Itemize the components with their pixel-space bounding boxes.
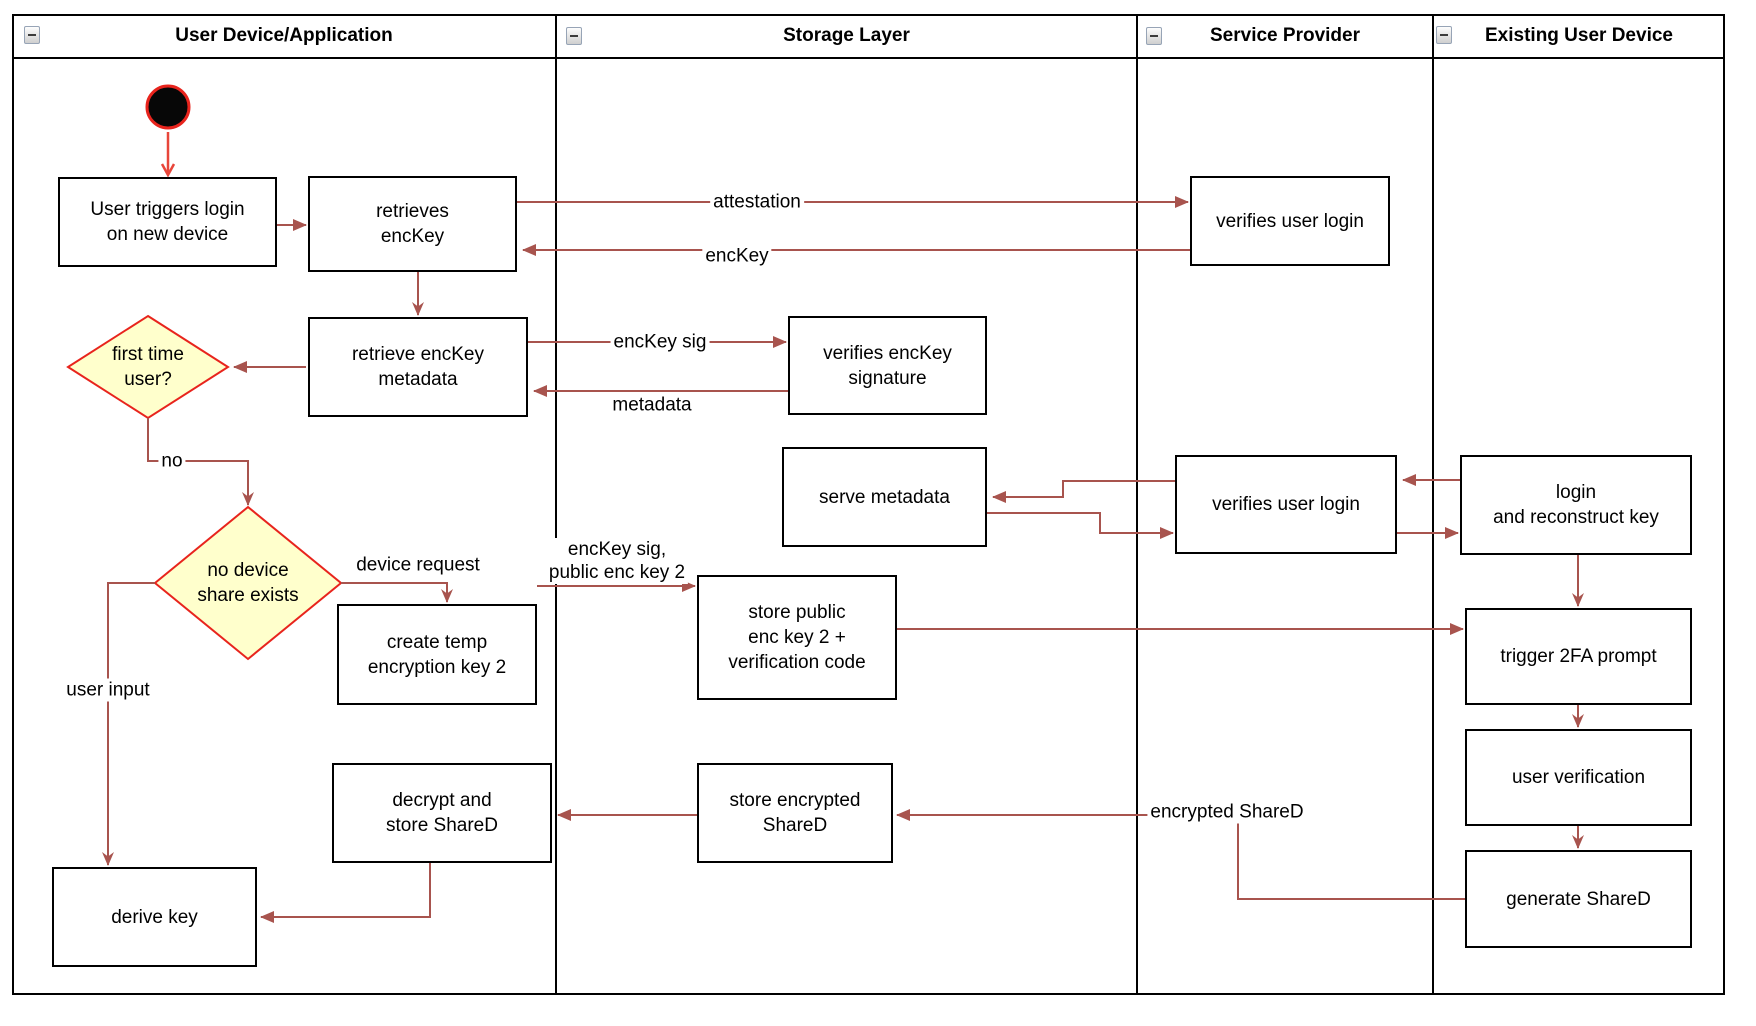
node-label: enc key 2 + — [748, 627, 846, 648]
node-label: User triggers login — [90, 199, 245, 220]
node-label: trigger 2FA prompt — [1500, 646, 1657, 667]
edge-label-enckey: encKey — [702, 244, 772, 268]
node-label: encryption key 2 — [367, 656, 507, 678]
node-verifies-user-login-1[interactable]: verifies user login — [1190, 176, 1390, 266]
node-label: and reconstruct key — [1493, 507, 1659, 528]
edge-label-attestation: attestation — [710, 190, 804, 214]
edge-label-user-input: user input — [63, 678, 153, 702]
edge-label-enckey-sig: encKey sig — [610, 330, 710, 354]
node-label: serve metadata — [819, 486, 950, 508]
node-retrieve-enckey-metadata[interactable]: retrieve encKey metadata — [308, 317, 528, 417]
edge-label-line: encKey sig, — [567, 539, 667, 560]
lane-title-storage-layer: Storage Layer — [783, 25, 910, 46]
edge-device-request — [341, 582, 453, 603]
edge-serve-to-verifies2 — [987, 512, 1174, 539]
node-create-temp-encryption-key-2[interactable]: create temp encryption key 2 — [337, 604, 537, 705]
node-label: verification code — [728, 652, 866, 673]
edge-label-device-request: device request — [353, 553, 483, 577]
node-trigger-2fa-prompt[interactable]: trigger 2FA prompt — [1465, 608, 1692, 705]
lane-title-user-device: User Device/Application — [175, 25, 393, 46]
edge-label-encrypted-shared: encrypted ShareD — [1147, 800, 1307, 824]
node-serve-metadata[interactable]: serve metadata — [782, 447, 987, 547]
lane-header-service-provider: Service Provider — [1137, 16, 1433, 56]
node-user-triggers-login[interactable]: User triggers login on new device — [58, 177, 277, 267]
edge-verifies2-to-serve — [992, 480, 1175, 503]
node-label: no device — [207, 560, 289, 581]
edge-label-enckey-sig-2: encKey sig, public enc key 2 — [545, 538, 689, 584]
collapse-icon[interactable] — [1436, 26, 1452, 44]
node-label: retrieves — [376, 201, 449, 222]
pool-frame — [12, 14, 1725, 995]
node-label: encKey — [380, 226, 445, 247]
node-label: store ShareD — [386, 815, 498, 836]
node-store-encrypted-shared[interactable]: store encrypted ShareD — [697, 763, 893, 863]
node-generate-shared[interactable]: generate ShareD — [1465, 850, 1692, 948]
node-label: ShareD — [762, 815, 828, 836]
collapse-icon[interactable] — [1146, 27, 1162, 45]
edge-label-line: public enc key 2 — [548, 562, 686, 583]
lane-header-existing-device: Existing User Device — [1433, 16, 1725, 56]
node-label: derive key — [111, 906, 198, 928]
node-label: generate ShareD — [1506, 888, 1651, 910]
lane-title-service-provider: Service Provider — [1210, 25, 1360, 46]
collapse-icon[interactable] — [24, 26, 40, 44]
node-label: metadata — [378, 369, 458, 390]
node-retrieves-enckey[interactable]: retrieves encKey — [308, 176, 517, 272]
node-label: user verification — [1511, 767, 1646, 788]
decision-no-device-share-label: no device share exists — [158, 558, 338, 608]
node-label: first time — [112, 344, 184, 365]
node-login-and-reconstruct-key[interactable]: login and reconstruct key — [1460, 455, 1692, 555]
start-node[interactable] — [145, 84, 191, 130]
node-label: verifies encKey — [823, 342, 952, 364]
node-label: on new device — [106, 224, 229, 245]
decision-no-device-share-shape[interactable] — [153, 505, 343, 661]
node-derive-key[interactable]: derive key — [52, 867, 257, 967]
node-label: signature — [848, 367, 927, 389]
node-label: create temp — [386, 631, 488, 653]
edge-label-metadata: metadata — [609, 393, 695, 417]
lane-title-existing-device: Existing User Device — [1485, 25, 1673, 46]
node-store-public-enc-key-2[interactable]: store public enc key 2 + verification co… — [697, 575, 897, 700]
lane-header-user-device: User Device/Application — [12, 16, 556, 56]
collapse-icon[interactable] — [566, 27, 582, 45]
edge-no-branch — [147, 418, 254, 506]
edge-label-no: no — [158, 449, 186, 473]
decision-first-time-user-label: first time user? — [78, 342, 218, 392]
node-label: login — [1555, 482, 1597, 503]
edge-decrypt-to-derive — [260, 863, 431, 923]
node-label: verifies user login — [1216, 210, 1364, 232]
lane-header-storage-layer: Storage Layer — [556, 16, 1137, 56]
edge-user-input — [102, 582, 155, 866]
node-label: user? — [124, 369, 172, 390]
node-label: share exists — [197, 585, 299, 606]
node-label: decrypt and — [392, 790, 492, 811]
node-label: store encrypted — [729, 790, 861, 811]
node-label: store public — [748, 602, 846, 623]
node-decrypt-and-store-shared[interactable]: decrypt and store ShareD — [332, 763, 552, 863]
node-label: verifies user login — [1212, 494, 1360, 515]
node-verifies-user-login-2[interactable]: verifies user login — [1175, 455, 1397, 554]
node-user-verification[interactable]: user verification — [1465, 729, 1692, 826]
node-verifies-enckey-signature[interactable]: verifies encKey signature — [788, 316, 987, 415]
node-label: retrieve encKey — [351, 344, 484, 365]
edge-encrypted-shared — [896, 809, 1465, 900]
